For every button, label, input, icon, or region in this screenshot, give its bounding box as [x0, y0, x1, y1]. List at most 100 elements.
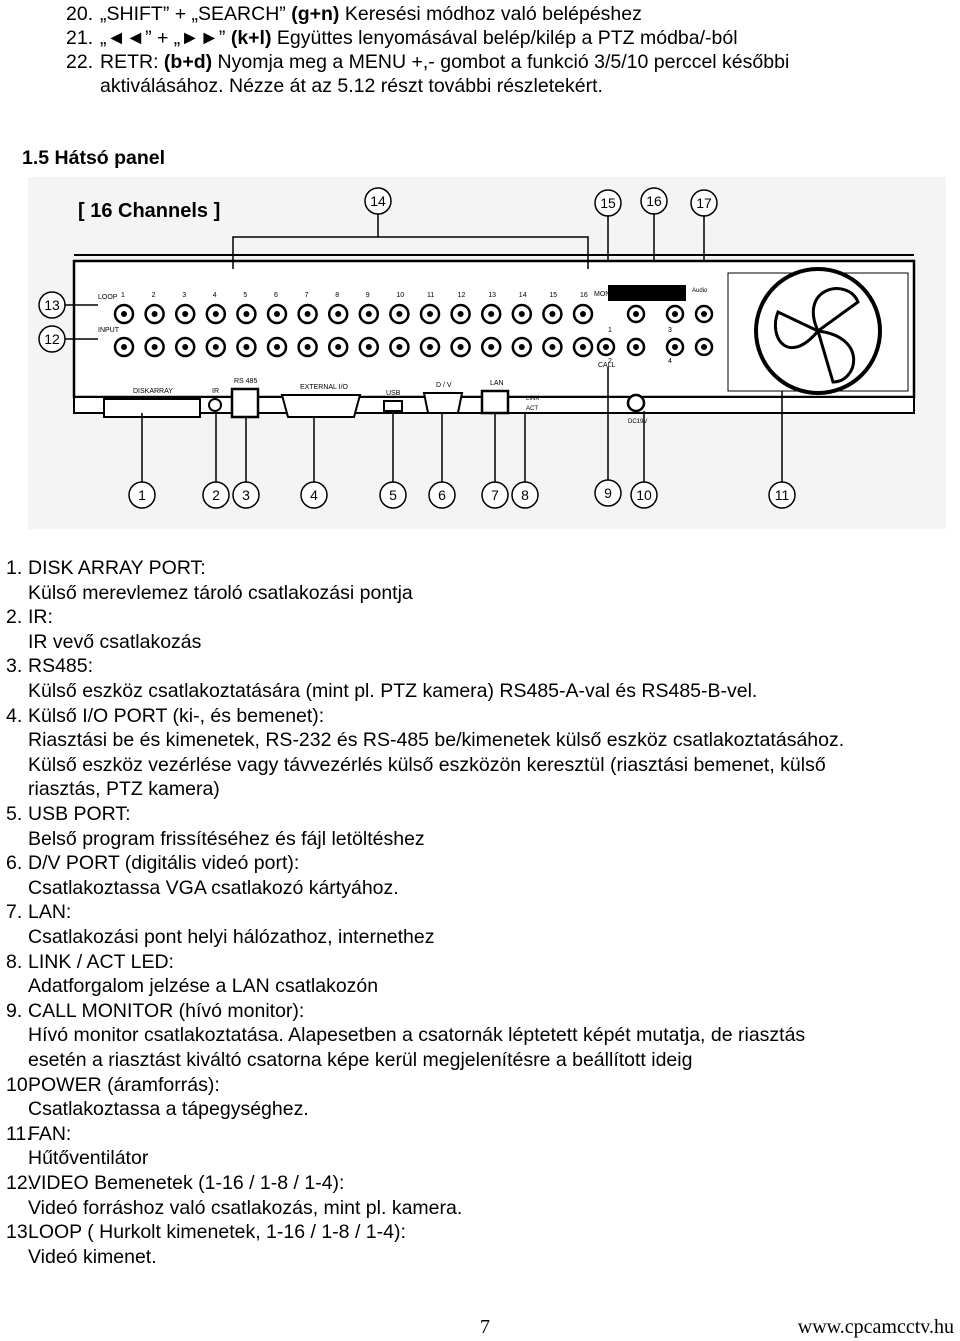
channel-number: 1 [121, 292, 125, 299]
item-title: FAN: [28, 1122, 72, 1145]
bnc-pin [580, 344, 586, 350]
callout-circle [202, 481, 230, 509]
intro-text: aktiválásához. Nézze át az 5.12 részt to… [100, 75, 603, 97]
item-title: RS485: [28, 655, 94, 678]
bnc-pin [488, 344, 495, 350]
channel-number: 8 [335, 292, 339, 299]
callout-number: 9 [604, 485, 612, 501]
ir-port [208, 398, 222, 412]
loop-label: LOOP [98, 294, 118, 301]
callout-number: 1 [138, 487, 146, 503]
item-number: 10. [6, 1073, 34, 1096]
callout-number: 5 [389, 487, 397, 503]
fan [727, 267, 909, 395]
item-title: LINK / ACT LED: [28, 950, 174, 973]
item-description-text: Csatlakozási pont helyi hálózathoz, inte… [28, 926, 435, 948]
channel-number: 6 [274, 292, 278, 299]
callout-circle [594, 189, 622, 217]
callout-number: 16 [646, 193, 662, 209]
intro-number: 20. [66, 3, 94, 25]
callout-circle [640, 187, 668, 215]
bnc-pin [396, 311, 403, 317]
channel-number: 16 [580, 292, 588, 299]
bnc-pin [549, 311, 556, 317]
item-title: CALL MONITOR (hívó monitor): [28, 999, 305, 1022]
item-title: Külső I/O PORT (ki-, és bemenet): [28, 704, 325, 727]
power-port [626, 393, 646, 413]
disk-array-label: DISKARRAY [133, 388, 173, 395]
call-monitor-connector: CALL [596, 337, 616, 369]
callout-number: 3 [242, 487, 250, 503]
lan-port [480, 389, 510, 415]
input-label: INPUT [98, 327, 120, 334]
channel-number: 3 [182, 292, 186, 299]
audio-label: Audio [692, 288, 708, 294]
item-description-text: Csatlakoztassa a tápegységhez. [28, 1098, 309, 1121]
bnc-pin [121, 311, 127, 317]
bnc-pin [365, 311, 372, 317]
bnc-pin [151, 311, 158, 317]
callout-circle [128, 481, 156, 509]
svg-text:3: 3 [668, 327, 672, 334]
disk-array-port [103, 398, 201, 418]
bnc-pin [457, 311, 464, 317]
item-number: 13. [6, 1221, 34, 1244]
callout-circle [300, 481, 328, 509]
item-number: 5. [6, 803, 23, 825]
item-number: 8. [6, 950, 23, 973]
monitor-connectors: 1 3 2 4 [608, 285, 686, 365]
bnc-pin [151, 344, 158, 350]
item-number: 2. [6, 606, 23, 629]
channel-number: 4 [213, 292, 217, 299]
item-number: 6. [6, 852, 23, 875]
item-number: 11. [6, 1122, 32, 1145]
item-title: POWER (áramforrás): [28, 1073, 220, 1096]
bnc-pin [335, 311, 342, 317]
bnc-pin [427, 344, 433, 350]
bnc-pin [365, 344, 372, 350]
item-description-text: riasztás, PTZ kamera) [28, 778, 220, 801]
callout-circle [594, 479, 622, 507]
item-title: LAN: [28, 901, 72, 924]
item-title: LOOP ( Hurkolt kimenetek, 1-16 / 1-8 / 1… [28, 1221, 406, 1244]
svg-text:4: 4 [668, 358, 672, 365]
callout-circle [38, 291, 66, 319]
item-description-text: Külső eszköz csatlakoztatására (mint pl.… [28, 680, 758, 702]
bnc-loop-row [113, 303, 594, 325]
channel-number: 10 [396, 292, 404, 299]
item-description-text: IR vevő csatlakozás [28, 630, 202, 653]
callout-circle [232, 481, 260, 509]
bnc-pin [488, 311, 495, 317]
bnc-pin [549, 344, 556, 350]
intro-number: 22. [66, 51, 94, 73]
item-description-text: Videó forráshoz való csatlakozás, mint p… [28, 1196, 463, 1219]
callout-circle [481, 481, 509, 509]
callout-number: 6 [438, 487, 446, 503]
callout-circle [364, 187, 392, 215]
bnc-pin [182, 311, 189, 317]
item-number: 1. [6, 557, 23, 579]
callout-number: 10 [636, 487, 652, 503]
callout-circle [768, 481, 796, 509]
external-io-port [280, 394, 362, 418]
callout-number: 2 [212, 487, 220, 503]
dv-port [422, 392, 464, 414]
callout-number: 14 [370, 193, 386, 209]
callout-bracket [232, 236, 589, 269]
dc-label: DC19V [628, 419, 647, 425]
callout-number: 12 [44, 331, 60, 347]
callout-number: 7 [491, 487, 499, 503]
item-title: IR: [28, 606, 53, 629]
item-number: 7. [6, 901, 23, 924]
channel-number: 9 [366, 292, 370, 299]
callout-number: 4 [310, 487, 318, 503]
bnc-pin [212, 344, 219, 350]
bnc-pin [396, 344, 403, 350]
bnc-pin [182, 344, 189, 350]
intro-text: „◄◄” + „►►” (k+l) Együttes lenyomásával … [100, 27, 738, 49]
channel-number: 13 [488, 292, 496, 299]
bnc-pin [274, 344, 280, 350]
rear-panel-diagram: [ 16 Channels ] LOOP INPUT MONITOR Audio… [28, 177, 946, 529]
